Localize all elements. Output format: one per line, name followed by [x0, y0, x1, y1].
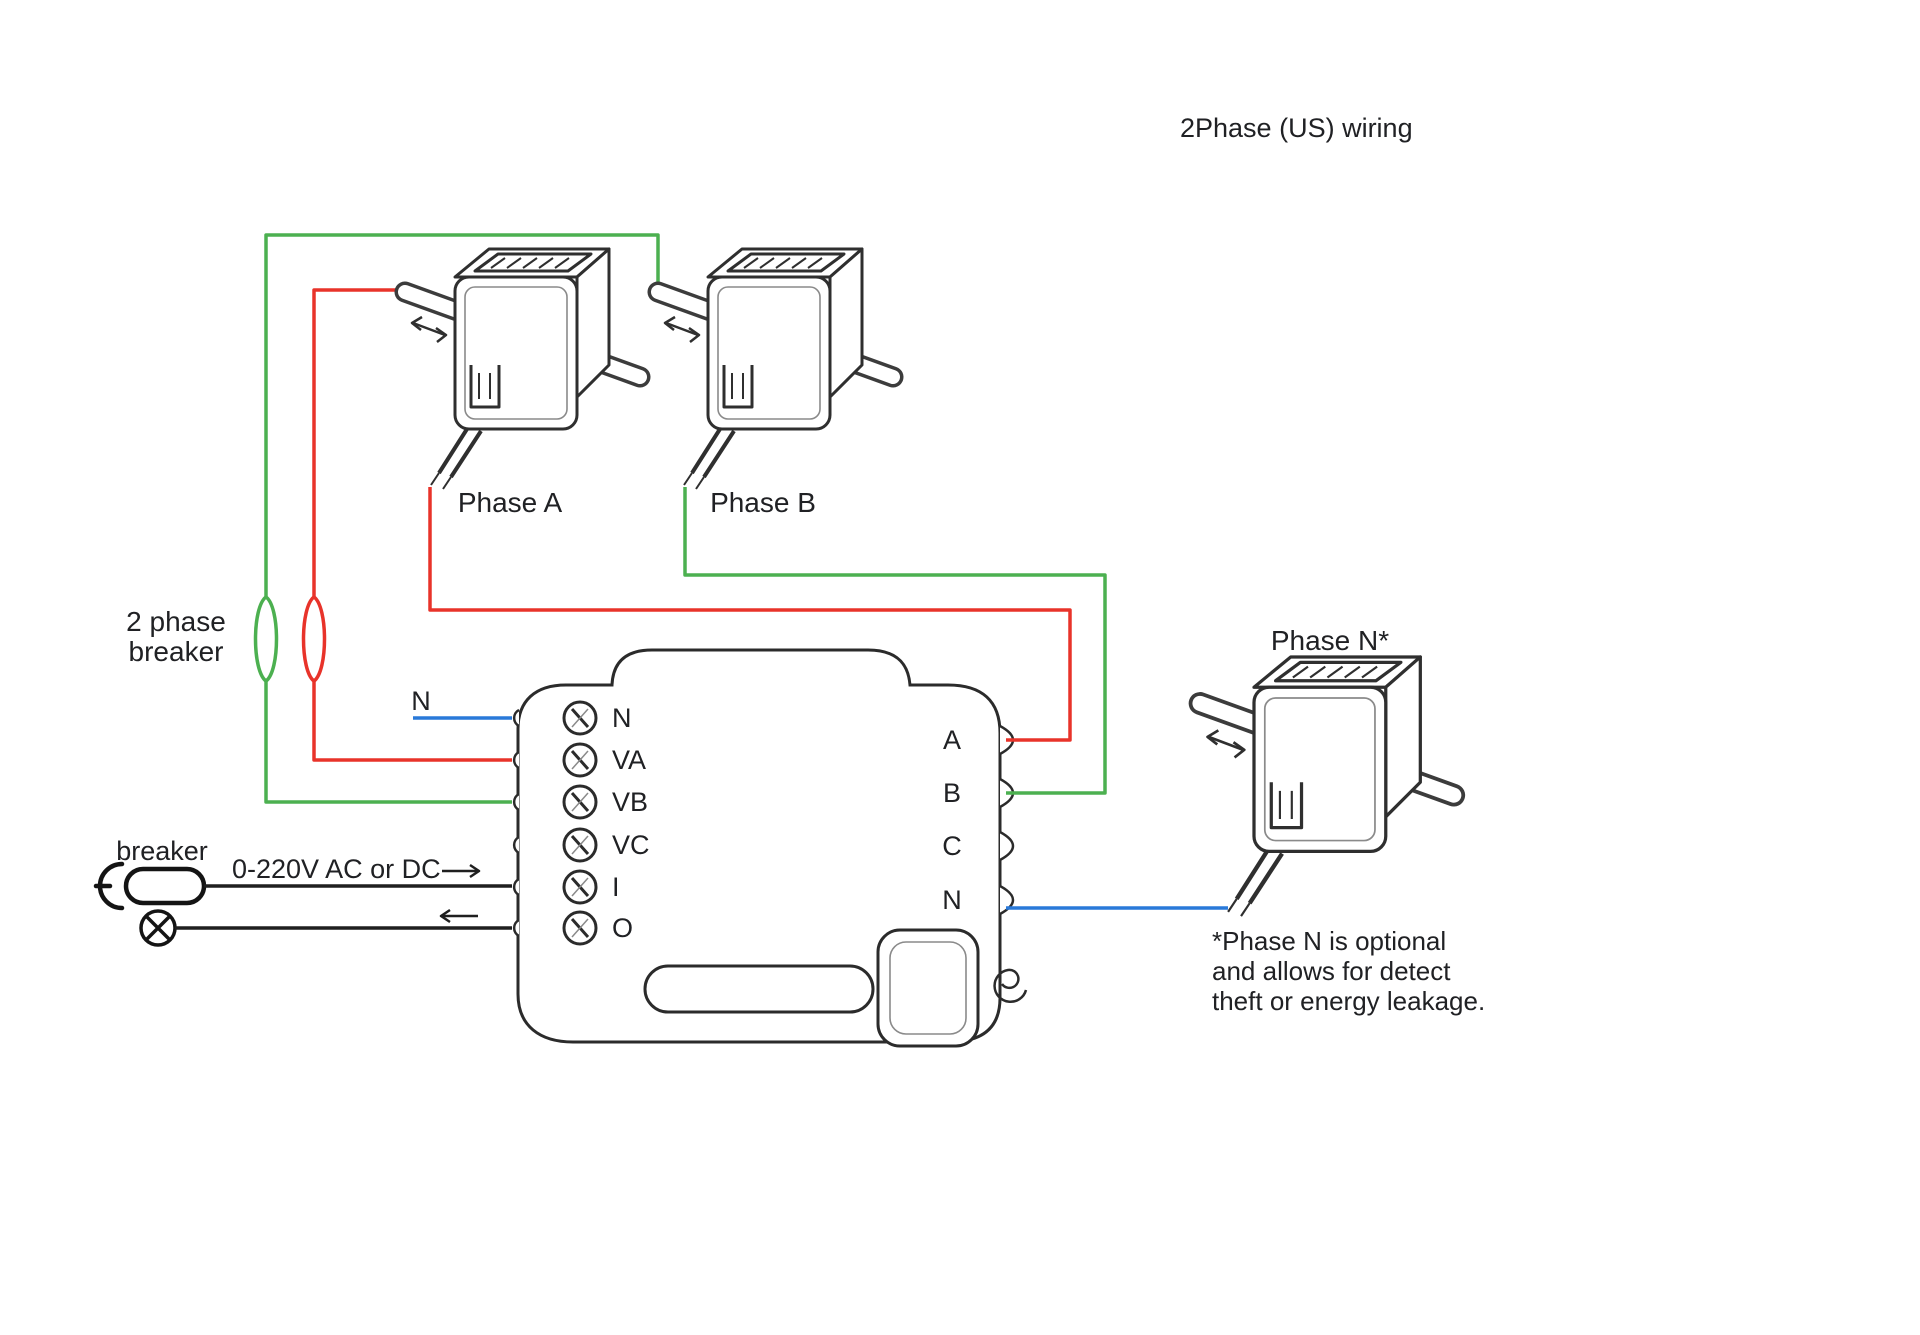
neutral-in-label: N: [411, 686, 431, 716]
phase-n-note-line2: and allows for detect: [1212, 956, 1451, 986]
phase-n-note-line3: theft or energy leakage.: [1212, 986, 1485, 1016]
device-right-hooks: [999, 724, 1015, 916]
phase-a-label: Phase A: [458, 487, 563, 518]
arrow-right-icon: [442, 863, 481, 879]
wire-red-va-terminal: [312, 681, 512, 762]
device-left-entries: [512, 708, 520, 938]
terminal-screw: [562, 784, 598, 820]
terminal-screw: [562, 869, 598, 905]
terminal-screw: [562, 910, 598, 946]
arrow-left-icon: [439, 908, 478, 924]
terminal-label-n: N: [612, 703, 632, 733]
two-phase-breaker-label-line2: breaker: [129, 636, 224, 667]
two-phase-breaker-symbol: [253, 594, 327, 684]
two-phase-breaker-label-line1: 2 phase: [126, 606, 226, 637]
device-clamp-inner: [889, 941, 967, 1035]
terminal-label-vc: VC: [612, 830, 650, 860]
wire-red-a-sense: [428, 487, 1072, 742]
breaker-link-green: [253, 594, 279, 684]
wire-red-phase-a-primary: [312, 288, 405, 597]
terminal-label-a: A: [943, 725, 961, 755]
phase-b-label: Phase B: [710, 487, 816, 518]
phase-n-label: Phase N*: [1271, 625, 1389, 656]
device-bottom-bar: [643, 964, 875, 1014]
phase-a-ct: [405, 249, 640, 489]
source-breaker-symbol: [93, 861, 207, 911]
phase-n-note-line1: *Phase N is optional: [1212, 926, 1446, 956]
voltage-label: 0-220V AC or DC: [232, 854, 441, 884]
wire-green-vb-terminal: [264, 681, 512, 804]
terminal-label-b: B: [943, 778, 961, 808]
lamp-symbol: [139, 909, 177, 947]
terminal-label-i: I: [612, 872, 620, 902]
terminal-label-vb: VB: [612, 787, 648, 817]
device-clamp: [876, 928, 980, 1048]
wires: [175, 233, 1228, 930]
phase-b-ct: [658, 249, 893, 489]
breaker-link-red: [301, 594, 327, 684]
terminal-screw: [562, 700, 598, 736]
energy-meter-device: [512, 648, 1028, 1048]
wire-green-phase-b-primary: [264, 233, 660, 597]
phase-n-ct: [1200, 657, 1454, 916]
terminal-screw: [562, 827, 598, 863]
terminal-screw: [562, 742, 598, 778]
terminal-screws: [562, 700, 598, 946]
device-spiral: [993, 968, 1028, 1003]
terminal-label-va: VA: [612, 745, 646, 775]
terminal-label-rn: N: [942, 885, 962, 915]
source-breaker-label: breaker: [116, 836, 208, 866]
wire-green-b-sense: [683, 487, 1107, 795]
page-title: 2Phase (US) wiring: [1180, 113, 1413, 143]
terminal-label-c: C: [942, 831, 962, 861]
terminal-label-o: O: [612, 913, 633, 943]
